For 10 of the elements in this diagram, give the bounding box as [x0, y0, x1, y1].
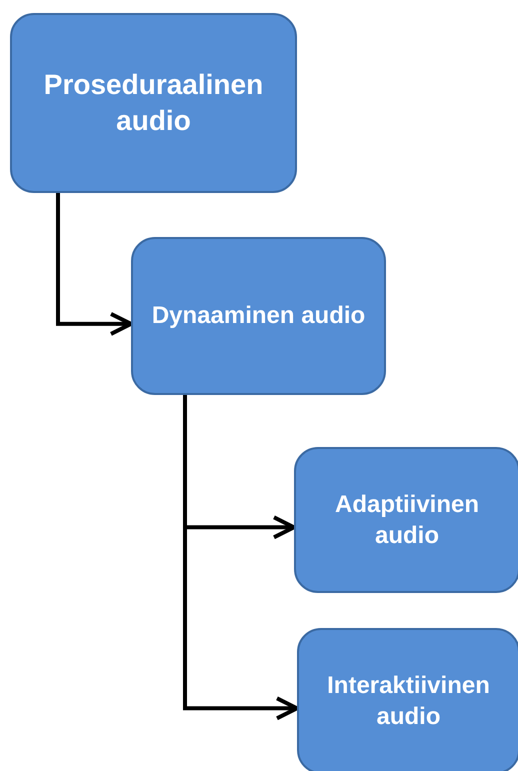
process-box — [131, 237, 386, 395]
arrow — [183, 395, 299, 720]
process-box — [294, 447, 518, 593]
node-label: Interaktiivinen audio — [326, 670, 491, 732]
node-label: Dynaaminen audio — [150, 301, 366, 332]
arrow — [56, 193, 133, 336]
node-label: Adaptiivinen audio — [334, 490, 480, 551]
node-label: Proseduraalinen audio — [42, 68, 264, 138]
process-box — [297, 628, 518, 771]
process-box — [10, 13, 297, 193]
